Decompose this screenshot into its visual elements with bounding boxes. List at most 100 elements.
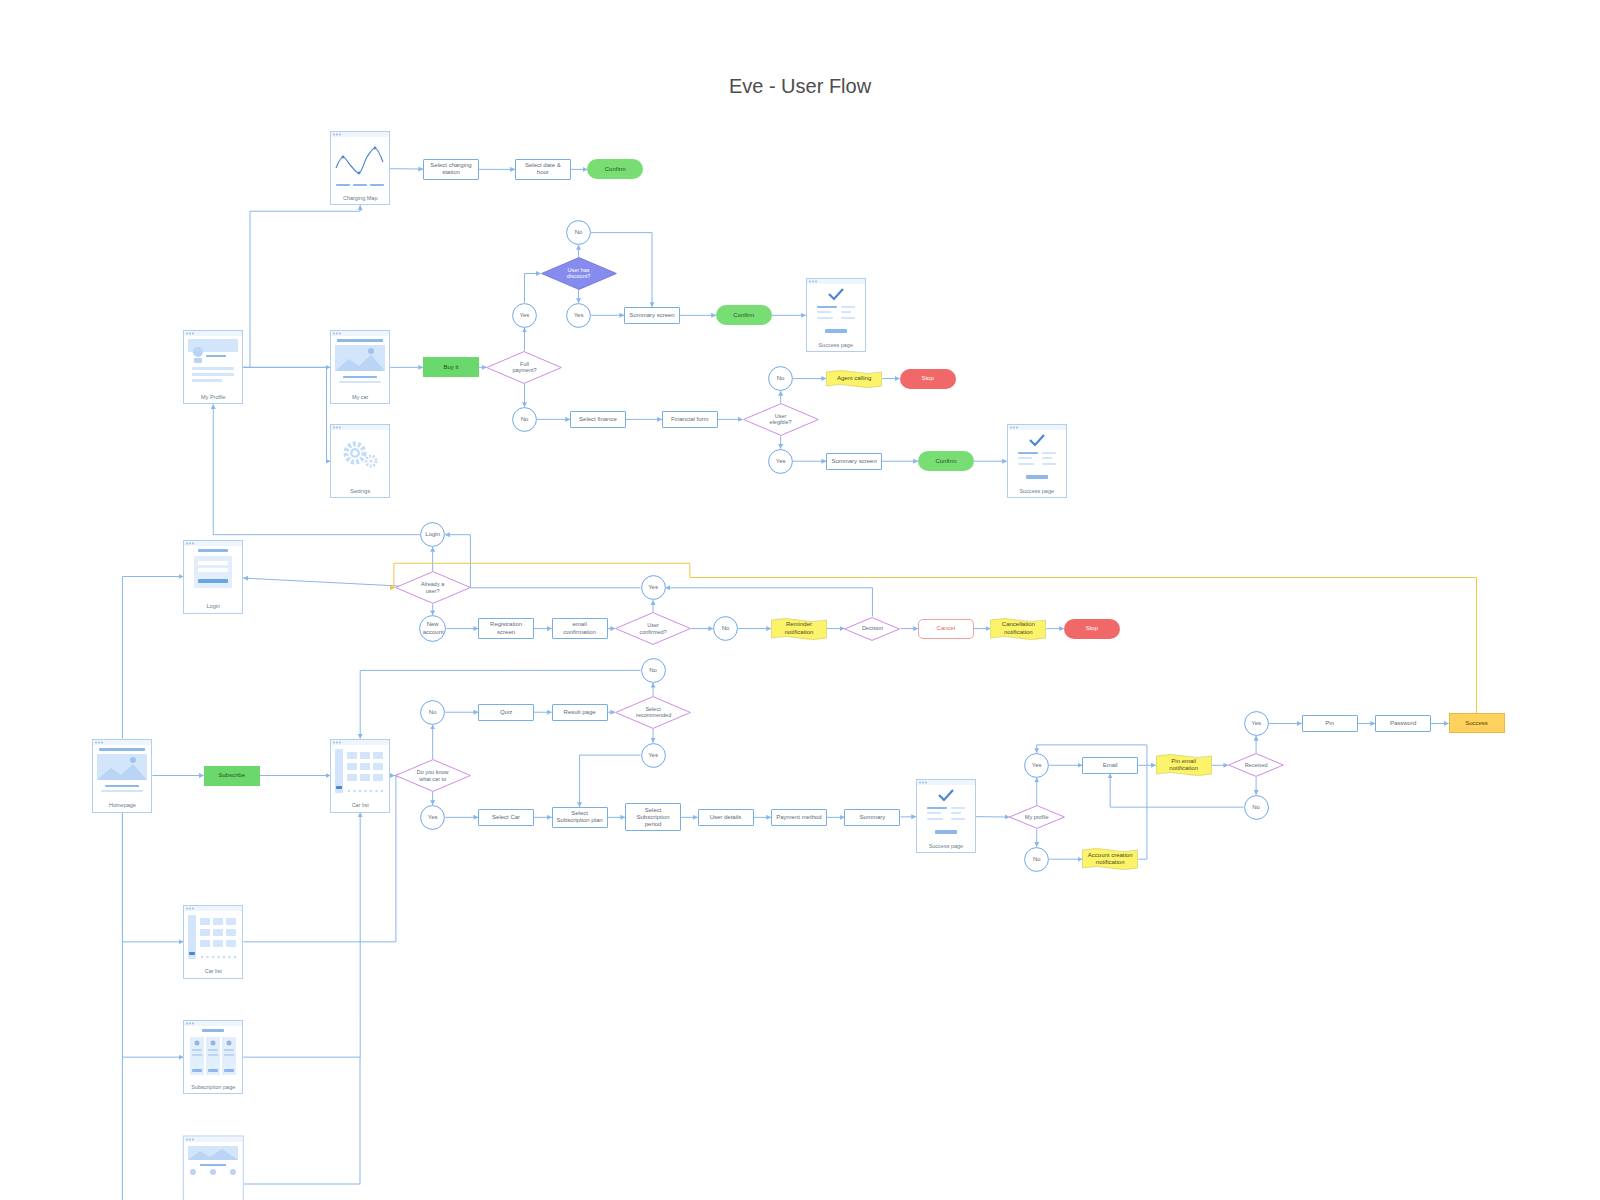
node-label: Result page [564, 709, 596, 716]
answer-circle: New account [419, 615, 446, 642]
node-label: Already a user? [416, 581, 450, 594]
process-box: Select Car [478, 809, 534, 826]
flow-connector [1049, 765, 1082, 766]
flow-connector [445, 817, 478, 818]
node-label: No [1252, 804, 1260, 811]
node-label: Yes [776, 458, 786, 465]
answer-circle: Yes [768, 449, 793, 474]
wireframe-illustration [184, 331, 242, 403]
flow-connector [793, 461, 826, 462]
flow-connector [680, 315, 716, 316]
node-label: My profile [1025, 814, 1049, 821]
decision-diamond: User has discount? [541, 257, 617, 290]
flow-connector [1256, 736, 1257, 753]
decision-diamond: Select recommended [615, 696, 691, 729]
flow-connector [524, 328, 525, 351]
answer-circle: Yes [641, 575, 666, 600]
node-label: User details [710, 814, 742, 821]
wireframe-illustration [807, 279, 865, 351]
wireframe-illustration [917, 780, 975, 852]
answer-circle: No [566, 220, 591, 245]
screen-card: Success page [916, 779, 976, 853]
notification-box: Pin email notification [1156, 753, 1212, 777]
node-label: Summary screen [629, 312, 674, 319]
process-box: Summary screen [826, 453, 882, 470]
action-button: Subscribe [204, 766, 260, 786]
process-box: Result page [552, 704, 608, 721]
node-label: Payment method [776, 814, 821, 821]
node-label: Reminder notification [775, 621, 823, 635]
node-label: No [1033, 856, 1041, 863]
flow-connector [360, 670, 640, 738]
flow-connector [243, 813, 360, 1058]
node-label: New account [423, 621, 443, 635]
node-label: Subscription page [191, 1084, 235, 1091]
process-box: Select finance [570, 411, 626, 428]
notification-box: Reminder notification [771, 617, 827, 641]
node-label: email confirmation [556, 621, 604, 635]
flow-connector [827, 628, 844, 629]
flow-connector [1110, 774, 1243, 807]
flow-connector [974, 628, 990, 629]
node-label: Pin email notification [1160, 758, 1208, 772]
flow-connector [445, 712, 478, 713]
screen-card: Homepage [92, 739, 152, 813]
flow-connector [772, 315, 806, 316]
flow-connector [479, 169, 515, 170]
screen-card: Success page [806, 278, 866, 352]
flow-connector [976, 816, 1010, 817]
answer-circle: No [641, 658, 666, 683]
flow-connector [537, 419, 570, 420]
notification-box: Agent calling [826, 369, 882, 389]
node-label: My car [352, 394, 369, 401]
node-label: Login [425, 531, 440, 538]
process-box: Summary [844, 809, 900, 826]
flow-connector [1431, 723, 1448, 724]
node-label: Car list [205, 968, 222, 975]
node-label: Select Car [492, 814, 520, 821]
node-label: No [521, 416, 529, 423]
node-label: Full payment? [507, 361, 541, 374]
node-label: Login [207, 603, 220, 610]
decision-diamond: Full payment? [486, 351, 562, 384]
node-label: User has discount? [562, 267, 596, 280]
flow-connector [445, 535, 640, 588]
node-label: Select charging station [427, 162, 475, 176]
node-label: Car list [352, 802, 369, 809]
process-box: Select Subscription period [625, 803, 681, 831]
flow-connector [1046, 628, 1063, 629]
node-label: Success [1465, 720, 1488, 727]
flow-connector [213, 404, 420, 534]
wireframe-illustration [331, 425, 389, 497]
connector-stub [244, 1057, 360, 1184]
answer-circle: Yes [641, 743, 666, 768]
diagram-title: Eve - User Flow [0, 75, 1600, 98]
node-label: Yes [428, 814, 438, 821]
flow-connector [738, 628, 771, 629]
flow-connector [900, 628, 917, 629]
node-label: Received [1245, 762, 1268, 769]
flow-connector [122, 813, 183, 1058]
node-label: Stop [921, 375, 933, 382]
answer-circle: Yes [512, 303, 537, 328]
flow-connector [260, 775, 331, 776]
node-label: Confirm [935, 458, 956, 465]
node-label: Confirm [733, 312, 754, 319]
flow-connector [626, 419, 662, 420]
flow-connector [827, 817, 844, 818]
flow-connector [718, 419, 743, 420]
screen-card [183, 1136, 243, 1200]
process-box: email confirmation [552, 618, 608, 639]
answer-circle: Login [420, 522, 445, 547]
confirm-terminal: Confirm [716, 305, 772, 325]
notification-box: Account creation notification [1082, 847, 1138, 871]
flow-connector [578, 245, 579, 257]
process-box: Email [1082, 757, 1138, 774]
flow-connector [524, 273, 540, 302]
node-label: Confirm [605, 166, 626, 173]
stop-terminal: Stop [900, 369, 956, 389]
node-label: Yes [1032, 762, 1042, 769]
node-label: Subscribe [218, 772, 245, 779]
decision-diamond: User confirmed? [615, 612, 691, 645]
process-box: Pin [1302, 715, 1358, 732]
